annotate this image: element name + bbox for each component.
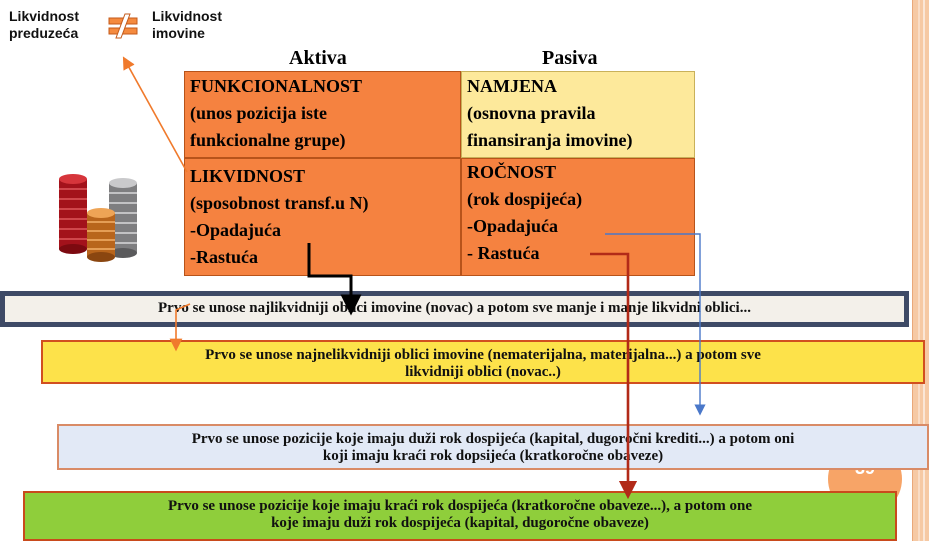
band-illiquid-first: Prvo se unose najnelikvidniji oblici imo… bbox=[41, 340, 925, 384]
arrow-rastuca-to-band2 bbox=[169, 303, 191, 352]
band-line: Prvo se unose pozicije koje imaju duži r… bbox=[191, 431, 795, 447]
arrow-to-company-liquidity bbox=[122, 56, 188, 173]
cell-funkcionalnost: FUNKCIONALNOST (unos pozicija iste funkc… bbox=[184, 71, 461, 158]
column-title-aktiva: Aktiva bbox=[289, 47, 347, 69]
band-line: Prvo se unose najlikvidniji oblici imovi… bbox=[158, 300, 751, 316]
cell-line: ROČNOST bbox=[467, 162, 557, 182]
cell-namjena: NAMJENA (osnovna pravila finansiranja im… bbox=[461, 71, 695, 158]
cell-line: LIKVIDNOST bbox=[190, 166, 306, 186]
cell-line: (sposobnost transf.u N) bbox=[190, 193, 369, 213]
arrow-right-opadajuca-to-band3 bbox=[605, 233, 706, 416]
band-line: likvidniji oblici (novac..) bbox=[405, 364, 561, 380]
label-line: preduzeća bbox=[9, 25, 79, 41]
cell-rocnost: ROČNOST (rok dospijeća) -Opadajuća - Ras… bbox=[461, 158, 695, 276]
band-short-term-first: Prvo se unose pozicije koje imaju kraći … bbox=[23, 491, 897, 541]
cell-line: -Rastuća bbox=[190, 247, 258, 267]
arrow-opadajuca-to-band1 bbox=[307, 243, 362, 316]
cell-likvidnost: LIKVIDNOST (sposobnost transf.u N) -Opad… bbox=[184, 158, 461, 276]
band-line: Prvo se unose pozicije koje imaju kraći … bbox=[168, 498, 752, 514]
cell-line: NAMJENA bbox=[467, 76, 557, 96]
label-line: imovine bbox=[152, 25, 205, 41]
cell-line: (unos pozicija iste bbox=[190, 103, 327, 123]
band-long-term-first: Prvo se unose pozicije koje imaju duži r… bbox=[57, 424, 929, 470]
coin-stack-icon bbox=[55, 165, 143, 265]
label-company-liquidity: Likvidnost preduzeća bbox=[9, 8, 79, 42]
band-line: koje imaju duži rok dospijeća (kapital, … bbox=[271, 515, 649, 531]
arrow-right-rastuca-to-band4 bbox=[590, 252, 638, 500]
column-title-pasiva: Pasiva bbox=[542, 47, 598, 69]
label-line: Likvidnost bbox=[152, 8, 223, 24]
cell-line: funkcionalne grupe) bbox=[190, 130, 346, 150]
cell-line: (rok dospijeća) bbox=[467, 189, 583, 209]
label-asset-liquidity: Likvidnost imovine bbox=[152, 8, 222, 42]
cell-line: (osnovna pravila bbox=[467, 103, 596, 123]
band-line: koji imaju kraći rok dopsijeća (kratkoro… bbox=[322, 448, 664, 464]
label-line: Likvidnost bbox=[9, 8, 80, 24]
cell-line: FUNKCIONALNOST bbox=[190, 76, 363, 96]
not-equal-icon bbox=[108, 13, 138, 39]
cell-line: -Opadajuća bbox=[467, 216, 559, 236]
band-liquid-first: Prvo se unose najlikvidniji oblici imovi… bbox=[0, 291, 909, 327]
cell-line: -Opadajuća bbox=[190, 220, 282, 240]
cell-line: - Rastuća bbox=[467, 243, 540, 263]
decorative-side-bar bbox=[912, 0, 929, 541]
band-line: Prvo se unose najnelikvidniji oblici imo… bbox=[205, 347, 761, 363]
cell-line: finansiranja imovine) bbox=[467, 130, 633, 150]
